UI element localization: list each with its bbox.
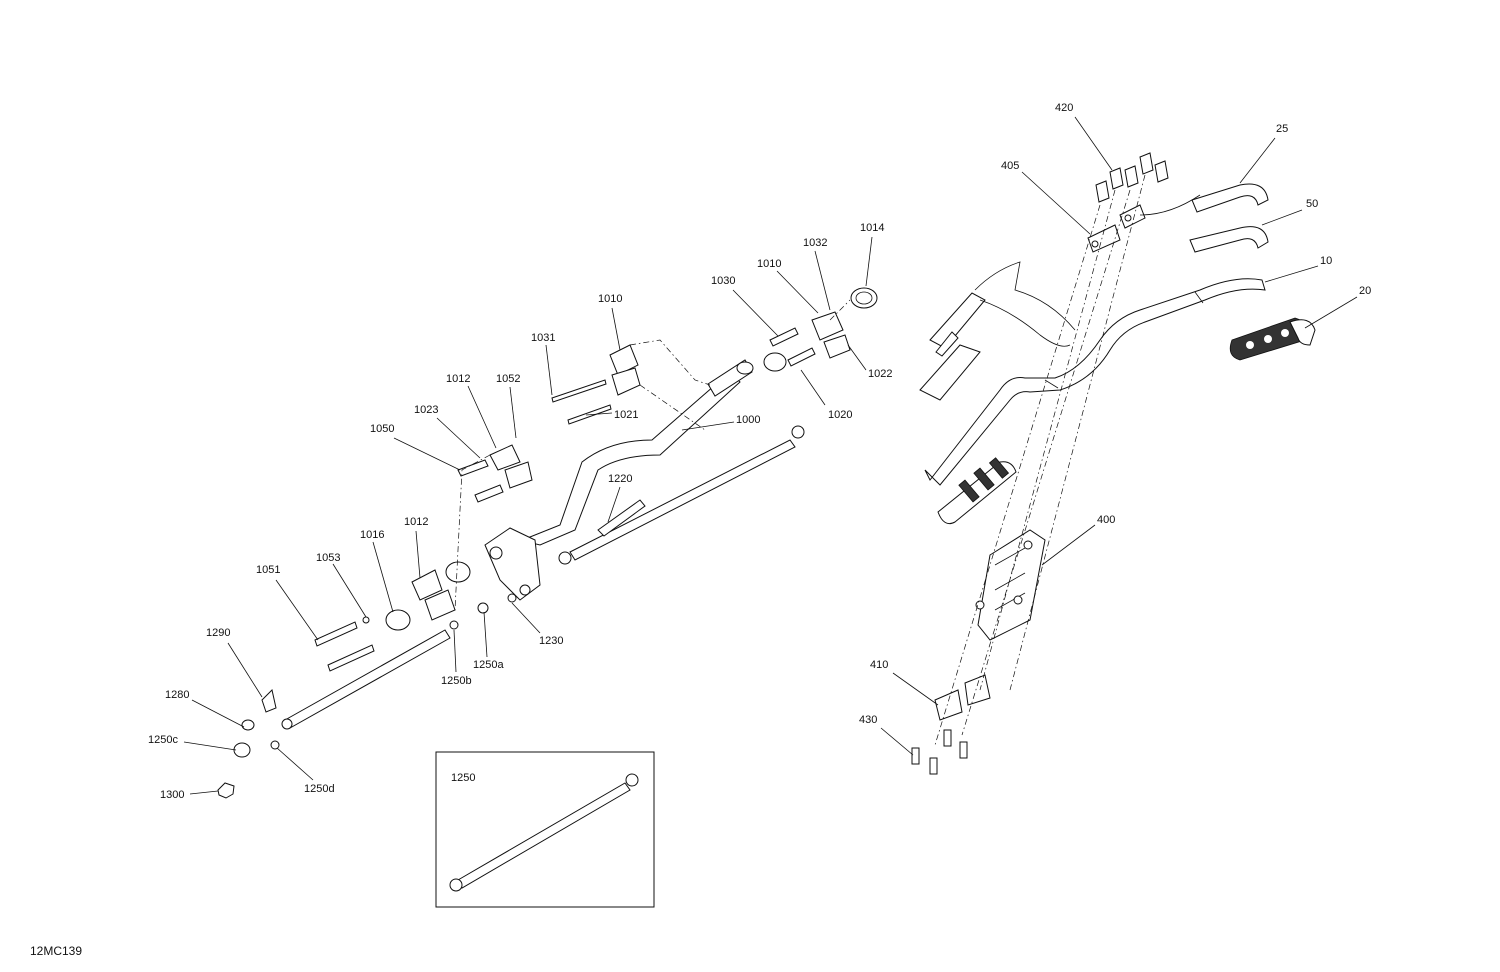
callout-10: 10 bbox=[1320, 255, 1332, 267]
bolts-420 bbox=[1095, 152, 1169, 203]
callout-1016: 1016 bbox=[360, 529, 384, 541]
callout-1010-left: 1010 bbox=[598, 293, 622, 305]
diagram-id: 12MC139 bbox=[30, 944, 82, 958]
left-grip bbox=[937, 457, 1017, 525]
hand-guard-tube-50 bbox=[1189, 226, 1269, 253]
upper-clamp-405 bbox=[1087, 194, 1201, 253]
callout-1280: 1280 bbox=[165, 689, 189, 701]
callout-1020: 1020 bbox=[828, 409, 852, 421]
callout-430: 430 bbox=[859, 714, 877, 726]
callout-1250b: 1250b bbox=[441, 675, 472, 687]
callout-410: 410 bbox=[870, 659, 888, 671]
lower-clamps-410 bbox=[934, 674, 991, 721]
inset-panel: 1250 bbox=[435, 751, 655, 908]
callout-20: 20 bbox=[1359, 285, 1371, 297]
handlebar bbox=[924, 278, 1266, 486]
callout-405: 405 bbox=[1001, 160, 1019, 172]
callout-1250d: 1250d bbox=[304, 783, 335, 795]
inset-label: 1250 bbox=[451, 772, 475, 784]
handlebar-assembly bbox=[911, 152, 1316, 775]
callout-1053: 1053 bbox=[316, 552, 340, 564]
callout-1052: 1052 bbox=[496, 373, 520, 385]
bushing-1014 bbox=[850, 287, 878, 309]
callout-1023: 1023 bbox=[414, 404, 438, 416]
hand-guard-tube-25 bbox=[1191, 183, 1269, 213]
callout-420: 420 bbox=[1055, 102, 1073, 114]
callout-1032: 1032 bbox=[803, 237, 827, 249]
callout-25: 25 bbox=[1276, 123, 1288, 135]
callout-1022: 1022 bbox=[868, 368, 892, 380]
callout-1014: 1014 bbox=[860, 222, 884, 234]
callout-1010-right: 1010 bbox=[757, 258, 781, 270]
callout-1250a: 1250a bbox=[473, 659, 504, 671]
callout-1230: 1230 bbox=[539, 635, 563, 647]
callout-1250c: 1250c bbox=[148, 734, 178, 746]
callout-1290: 1290 bbox=[206, 627, 230, 639]
callout-1051: 1051 bbox=[256, 564, 280, 576]
callout-1012-lower: 1012 bbox=[404, 516, 428, 528]
callout-1300: 1300 bbox=[160, 789, 184, 801]
bolts-430 bbox=[911, 729, 968, 775]
callout-1031: 1031 bbox=[531, 332, 555, 344]
callout-1012-upper: 1012 bbox=[446, 373, 470, 385]
callout-400: 400 bbox=[1097, 514, 1115, 526]
right-grip-heated bbox=[1229, 317, 1316, 361]
riser-block-400 bbox=[975, 529, 1046, 641]
callout-1050: 1050 bbox=[370, 423, 394, 435]
callout-1220: 1220 bbox=[608, 473, 632, 485]
leader-lines bbox=[183, 116, 1358, 795]
callout-1030: 1030 bbox=[711, 275, 735, 287]
callout-1000: 1000 bbox=[736, 414, 760, 426]
callout-1021: 1021 bbox=[614, 409, 638, 421]
callout-labels: 420 25 405 50 10 20 400 410 430 1014 103… bbox=[148, 102, 1371, 801]
callout-50: 50 bbox=[1306, 198, 1318, 210]
steering-column-assembly bbox=[217, 287, 878, 799]
